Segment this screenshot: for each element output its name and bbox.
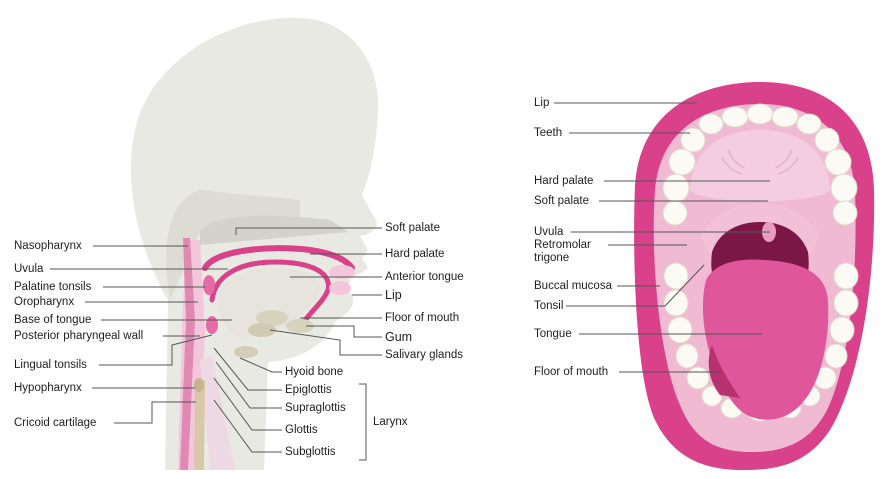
label-r-retromolar-line2: trigone <box>534 251 569 265</box>
label-r-tongue: Tongue <box>534 327 572 341</box>
label-base-of-tongue: Base of tongue <box>14 313 91 327</box>
cricoid-ring <box>194 378 204 392</box>
label-soft-palate: Soft palate <box>385 221 440 235</box>
label-nasopharynx: Nasopharynx <box>14 239 82 253</box>
label-palatine-tonsils: Palatine tonsils <box>14 280 91 294</box>
label-gum: Gum <box>385 330 412 344</box>
label-r-teeth: Teeth <box>534 126 562 140</box>
label-subglottis: Subglottis <box>285 445 336 459</box>
label-larynx: Larynx <box>373 415 408 429</box>
label-r-floor-of-mouth: Floor of mouth <box>534 365 608 379</box>
label-r-soft-palate: Soft palate <box>534 194 589 208</box>
label-anterior-tongue: Anterior tongue <box>385 270 464 284</box>
label-epiglottis: Epiglottis <box>285 383 332 397</box>
label-hypopharynx: Hypopharynx <box>14 381 82 395</box>
label-hard-palate: Hard palate <box>385 247 444 261</box>
lower-lip <box>329 281 351 295</box>
label-floor-of-mouth: Floor of mouth <box>385 311 459 325</box>
larynx-bracket <box>359 384 366 460</box>
label-r-retromolar-line1: Retromolar <box>534 238 591 252</box>
label-r-tonsil: Tonsil <box>534 299 563 313</box>
label-oropharynx: Oropharynx <box>14 295 74 309</box>
palatine-tonsil-shape <box>203 275 215 295</box>
label-r-hard-palate: Hard palate <box>534 174 593 188</box>
label-r-buccal-mucosa: Buccal mucosa <box>534 279 612 293</box>
label-lip: Lip <box>385 288 402 302</box>
lingual-tonsil-shape <box>206 316 218 334</box>
open-mouth-illustration <box>634 82 874 470</box>
label-lingual-tonsils: Lingual tonsils <box>14 358 87 372</box>
label-salivary-glands: Salivary glands <box>385 348 463 362</box>
hyoid <box>234 346 258 358</box>
label-uvula: Uvula <box>14 262 43 276</box>
label-r-uvula: Uvula <box>534 225 563 239</box>
label-posterior-pharyngeal-wall: Posterior pharyngeal wall <box>14 329 143 343</box>
label-hyoid-bone: Hyoid bone <box>285 365 343 379</box>
label-r-lip: Lip <box>534 96 549 110</box>
label-supraglottis: Supraglottis <box>285 401 346 415</box>
trachea-rings <box>194 380 205 470</box>
label-cricoid-cartilage: Cricoid cartilage <box>14 416 96 430</box>
label-glottis: Glottis <box>285 423 318 437</box>
